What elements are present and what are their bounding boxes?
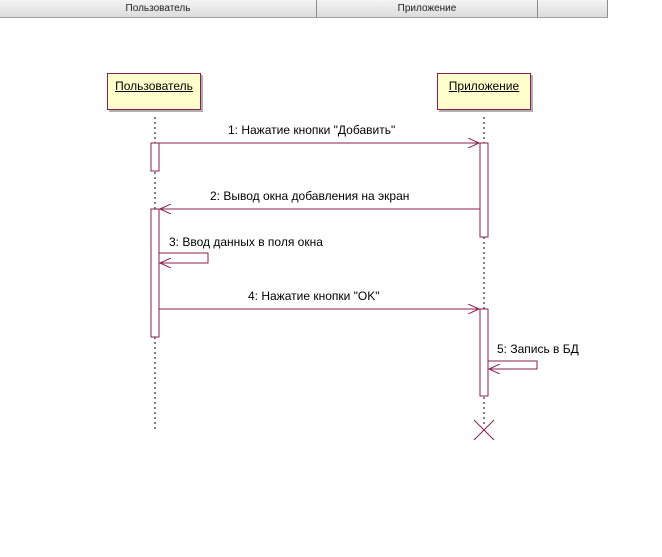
destroy-x-icon bbox=[473, 419, 495, 441]
activation-user-1[interactable] bbox=[150, 142, 160, 172]
header-column-app[interactable]: Приложение bbox=[317, 0, 538, 17]
message-2-label: 2: Вывод окна добавления на экран bbox=[210, 189, 410, 203]
activation-app-1[interactable] bbox=[479, 142, 489, 238]
message-5-arrow[interactable] bbox=[488, 360, 538, 369]
message-3-label: 3: Ввод данных в поля окна bbox=[169, 235, 323, 249]
activation-user-2[interactable] bbox=[150, 208, 160, 338]
swimlane-header: Пользователь Приложение bbox=[0, 0, 608, 18]
message-1-label: 1: Нажатие кнопки "Добавить" bbox=[228, 123, 396, 137]
header-column-user[interactable]: Пользователь bbox=[0, 0, 317, 17]
activation-app-2[interactable] bbox=[479, 308, 489, 397]
header-column-empty bbox=[538, 0, 608, 17]
message-3-arrow[interactable] bbox=[159, 252, 209, 263]
message-5-label: 5: Запись в БД bbox=[497, 342, 579, 356]
actor-app[interactable]: Приложение bbox=[437, 73, 531, 110]
actor-user[interactable]: Пользователь bbox=[107, 73, 201, 110]
message-4-label: 4: Нажатие кнопки "OK" bbox=[248, 289, 380, 303]
